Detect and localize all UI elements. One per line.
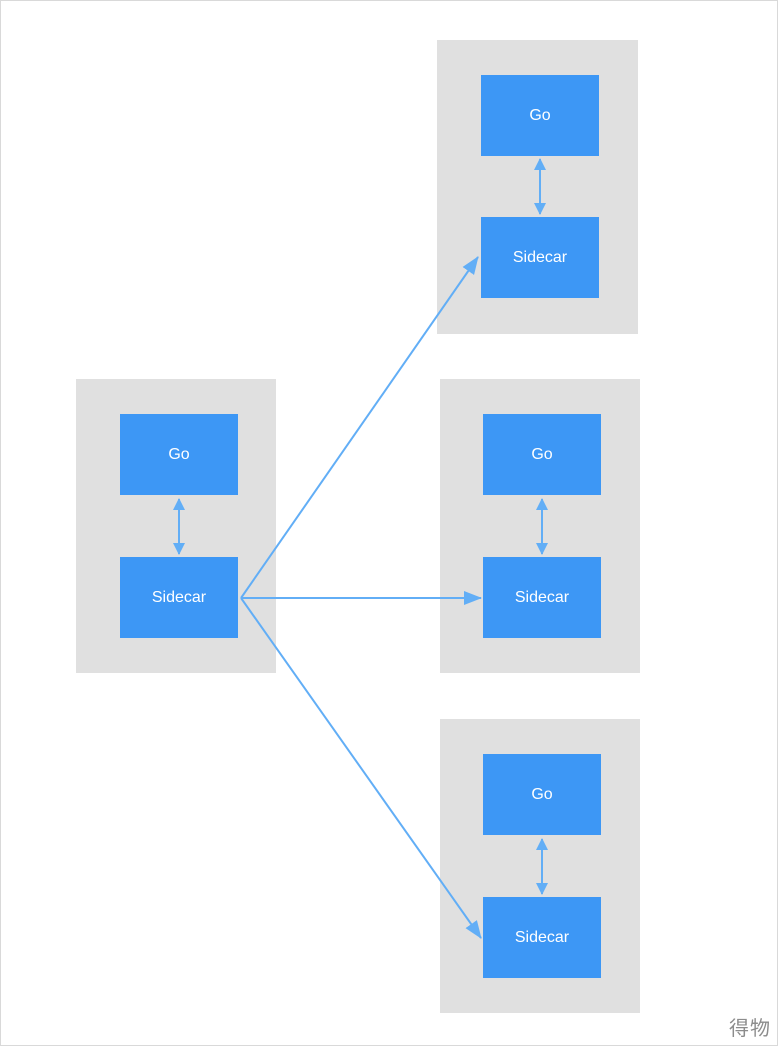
sidecar-node: Sidecar: [120, 557, 238, 638]
sidecar-node: Sidecar: [483, 897, 601, 978]
go-app-node: Go: [483, 414, 601, 495]
watermark-logo: 得物: [729, 1016, 771, 1040]
sidecar-node: Sidecar: [483, 557, 601, 638]
go-app-node: Go: [120, 414, 238, 495]
go-app-node: Go: [483, 754, 601, 835]
go-app-node: Go: [481, 75, 599, 156]
sidecar-node: Sidecar: [481, 217, 599, 298]
